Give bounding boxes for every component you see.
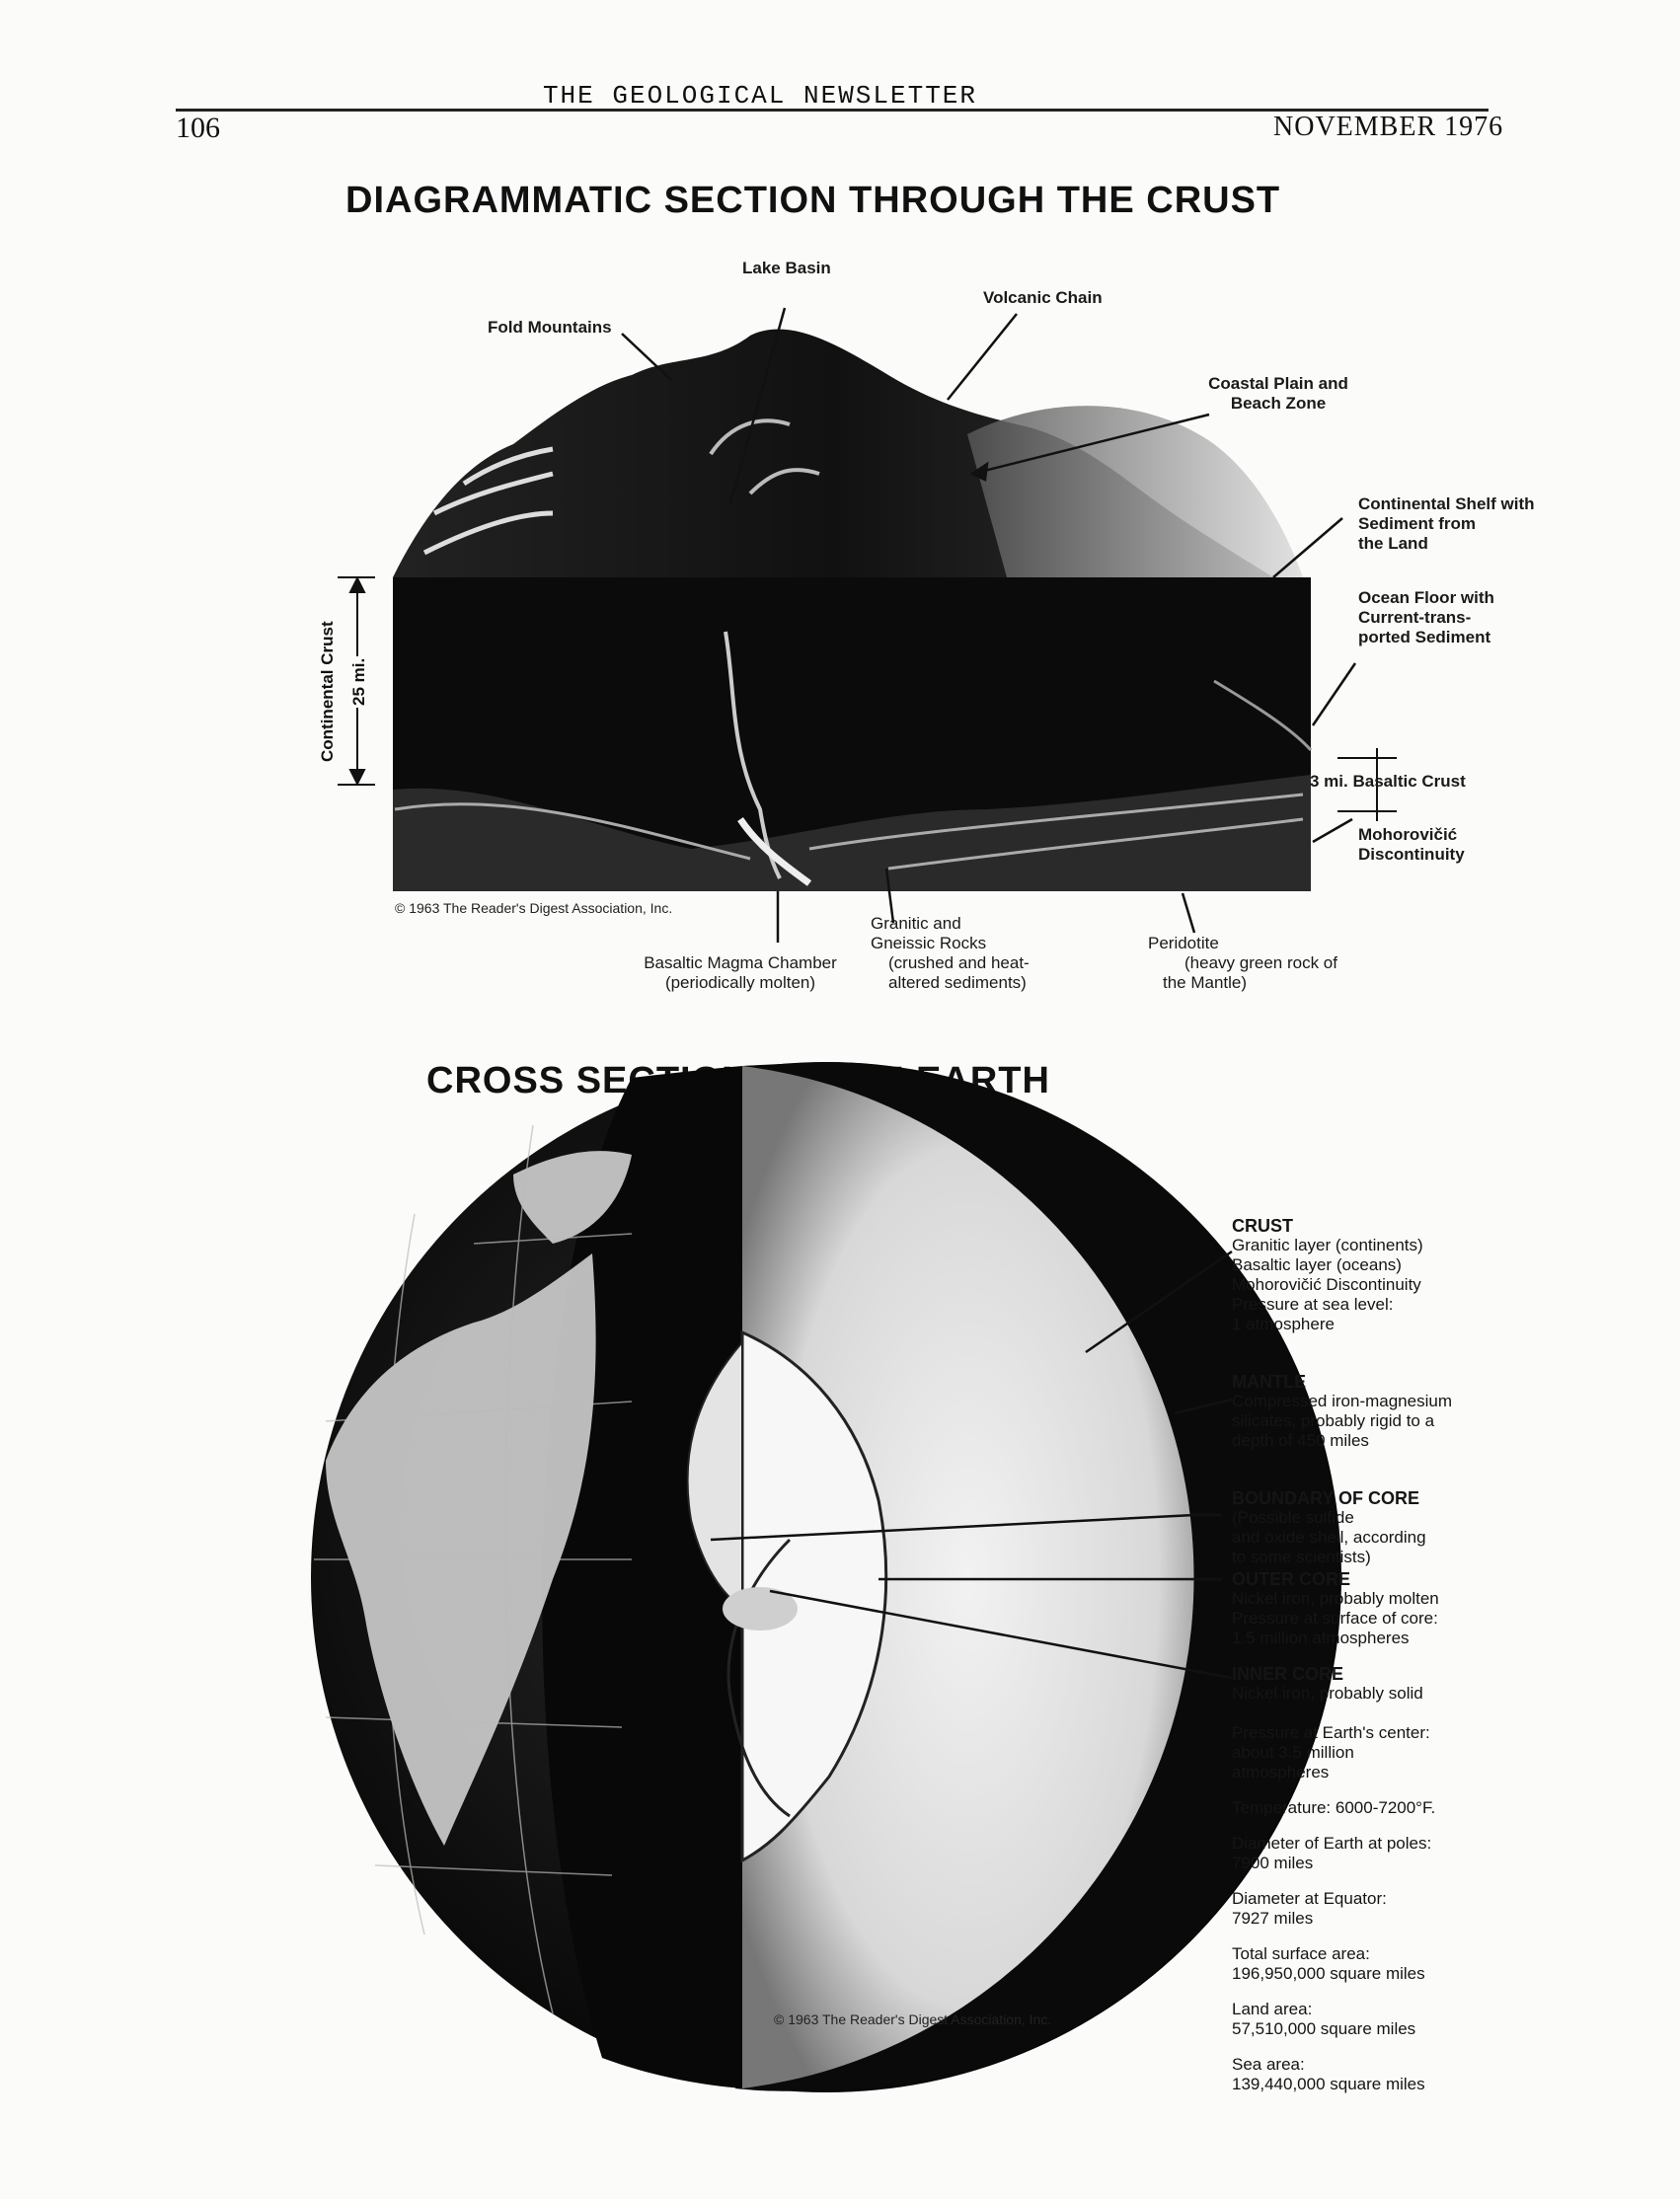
label-fold-mountains: Fold Mountains [488,318,612,337]
crust-section-title: DIAGRAMMATIC SECTION THROUGH THE CRUST [345,180,1281,221]
crust-leader-lines [621,307,1357,943]
fact-land-area: Land area: 57,510,000 square miles [1232,2000,1416,2038]
header-rule [176,109,1489,112]
inner-core [726,1538,792,1818]
basaltic-crust-dimension [1337,748,1397,821]
label-magma-chamber: Basaltic Magma Chamber (periodically mol… [644,953,837,992]
earth-leader-lines [710,1250,1233,1680]
earth-copyright: © 1963 The Reader's Digest Association, … [774,2011,1052,2027]
note-crust: CRUST Granitic layer (continents) Basalt… [1232,1216,1423,1333]
label-coastal-plain: Coastal Plain and Beach Zone [1208,374,1348,413]
fact-diameter-poles: Diameter of Earth at poles: 7900 miles [1232,1834,1432,1872]
fact-surface-area: Total surface area: 196,950,000 square m… [1232,1944,1425,1983]
label-peridotite: Peridotite (heavy green rock of the Mant… [1148,934,1337,992]
publication-title: THE GEOLOGICAL NEWSLETTER [542,81,978,111]
label-lake-basin: Lake Basin [742,259,831,277]
note-boundary-of-core: BOUNDARY OF CORE (Possible sulfide and o… [1232,1488,1426,1566]
label-volcanic-chain: Volcanic Chain [983,288,1103,307]
fact-center-pressure: Pressure at Earth's center: about 3.5 mi… [1232,1723,1430,1782]
mantle [742,1066,1194,2088]
note-outer-core: OUTER CORE Nickel iron, probably molten … [1232,1569,1439,1647]
crust-copyright: © 1963 The Reader's Digest Association, … [395,900,673,916]
page-number: 106 [176,112,220,144]
earth-annotations: CRUST Granitic layer (continents) Basalt… [1232,1216,1666,2094]
label-ocean-floor: Ocean Floor with Current-trans- ported S… [1358,588,1494,646]
label-continental-shelf: Continental Shelf with Sediment from the… [1358,494,1535,553]
outer-core [740,1329,888,1863]
note-mantle: MANTLE Compressed iron-magnesium silicat… [1232,1372,1452,1450]
note-inner-core: INNER CORE Nickel iron, probably solid [1232,1664,1423,1703]
landscape-relief [393,329,1303,577]
label-moho: Mohorovičić Discontinuity [1358,825,1465,864]
fact-sea-area: Sea area: 139,440,000 square miles [1232,2055,1425,2093]
fact-temperature: Temperature: 6000-7200°F. [1232,1798,1436,1817]
issue-date: NOVEMBER 1976 [1273,112,1504,142]
fact-diameter-equator: Diameter at Equator: 7927 miles [1232,1889,1387,1928]
label-granitic-rocks: Granitic and Gneissic Rocks (crushed and… [871,914,1030,992]
label-basaltic-crust: 3 mi. Basaltic Crust [1310,772,1466,791]
